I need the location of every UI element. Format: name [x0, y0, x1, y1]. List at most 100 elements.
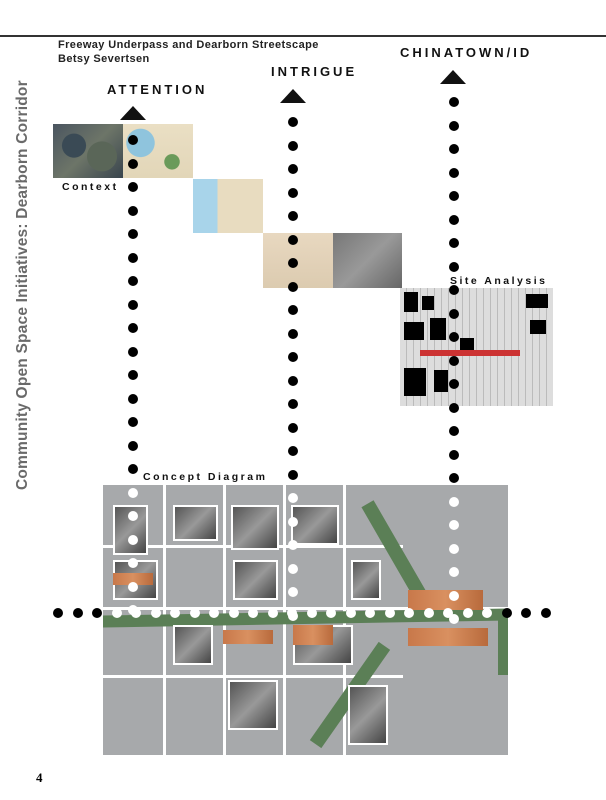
path-dot	[128, 558, 138, 568]
path-dot	[288, 281, 298, 292]
context-street-map-image	[263, 233, 333, 288]
path-dot	[449, 238, 459, 248]
path-dot	[462, 608, 473, 618]
path-dot	[288, 422, 298, 433]
path-dot	[449, 120, 459, 131]
path-dot	[288, 540, 298, 550]
path-dot	[449, 214, 459, 225]
path-dot	[128, 370, 138, 380]
path-dot	[404, 608, 414, 618]
path-dot	[306, 608, 317, 618]
context-map-image	[123, 124, 193, 178]
path-dot	[128, 158, 138, 169]
path-dot	[449, 191, 459, 201]
path-dot	[449, 520, 459, 530]
path-dot	[111, 608, 122, 618]
path-dot	[449, 379, 459, 389]
path-dot	[449, 449, 459, 460]
path-dot	[288, 469, 298, 480]
path-dot	[128, 276, 138, 286]
concept-diagram-caption: Concept Diagram	[143, 471, 268, 483]
path-dot	[228, 608, 239, 618]
path-dot	[128, 487, 138, 498]
path-dot	[288, 187, 298, 198]
path-dot	[288, 493, 298, 503]
path-dot	[288, 328, 298, 339]
path-dot	[449, 473, 459, 483]
path-dot	[449, 614, 459, 624]
path-dot	[288, 234, 298, 245]
path-dot	[128, 205, 138, 216]
path-dot	[288, 117, 298, 127]
path-dot	[189, 608, 200, 618]
path-dot	[128, 393, 138, 404]
page-number: 4	[36, 770, 43, 785]
path-dot	[288, 140, 298, 151]
path-dot	[540, 608, 551, 618]
path-dot	[449, 144, 459, 154]
path-dot	[150, 608, 161, 618]
path-dot	[288, 446, 298, 456]
attention-label: ATTENTION	[107, 82, 208, 97]
path-dot	[267, 608, 278, 618]
path-dot	[449, 355, 459, 366]
concept-diagram-image	[103, 485, 508, 755]
path-dot	[288, 375, 298, 386]
path-dot	[345, 608, 356, 618]
path-dot	[449, 332, 459, 342]
path-dot	[449, 167, 459, 178]
path-dot	[449, 543, 459, 554]
path-dot	[326, 608, 336, 618]
path-dot	[521, 608, 531, 618]
path-dot	[288, 164, 298, 174]
path-dot	[128, 299, 138, 310]
path-dot	[128, 581, 138, 592]
path-dot	[128, 135, 138, 145]
path-dot	[72, 608, 83, 618]
path-dot	[288, 516, 298, 527]
path-dot	[128, 417, 138, 427]
triangle-marker-icon	[120, 106, 146, 120]
triangle-marker-icon	[280, 89, 306, 103]
path-dot	[131, 608, 141, 618]
path-dot	[384, 608, 395, 618]
path-dot	[288, 352, 298, 362]
path-dot	[449, 590, 459, 601]
path-dot	[449, 97, 459, 107]
path-dot	[128, 534, 138, 545]
path-dot	[449, 308, 459, 319]
path-dot	[128, 182, 138, 192]
path-dot	[288, 587, 298, 597]
site-analysis-caption: Site Analysis	[450, 275, 548, 287]
top-rule	[0, 35, 606, 37]
path-dot	[53, 608, 63, 618]
path-dot	[365, 608, 375, 618]
path-dot	[449, 261, 459, 272]
path-dot	[482, 608, 492, 618]
path-dot	[128, 346, 138, 357]
chinatown-label: CHINATOWN/ID	[400, 45, 533, 60]
path-dot	[288, 305, 298, 315]
context-map-zoom-image	[193, 179, 263, 233]
path-dot	[449, 426, 459, 436]
path-dot	[128, 323, 138, 333]
path-dot	[449, 402, 459, 413]
path-dot	[287, 608, 297, 618]
path-dot	[288, 399, 298, 409]
path-dot	[501, 608, 512, 618]
project-title: Freeway Underpass and Dearborn Streetsca…	[58, 39, 319, 51]
path-dot	[288, 258, 298, 268]
path-dot	[209, 608, 219, 618]
context-aerial-image	[333, 233, 402, 288]
path-dot	[128, 440, 138, 451]
path-dot	[248, 608, 258, 618]
triangle-marker-icon	[440, 70, 466, 84]
author-name: Betsy Severtsen	[58, 53, 150, 65]
site-analysis-image	[400, 288, 553, 406]
path-dot	[449, 567, 459, 577]
path-dot	[443, 608, 453, 618]
intrigue-label: INTRIGUE	[271, 64, 358, 79]
path-dot	[128, 511, 138, 521]
side-title: Community Open Space Initiatives: Dearbo…	[14, 80, 31, 490]
context-caption: Context	[62, 181, 119, 193]
